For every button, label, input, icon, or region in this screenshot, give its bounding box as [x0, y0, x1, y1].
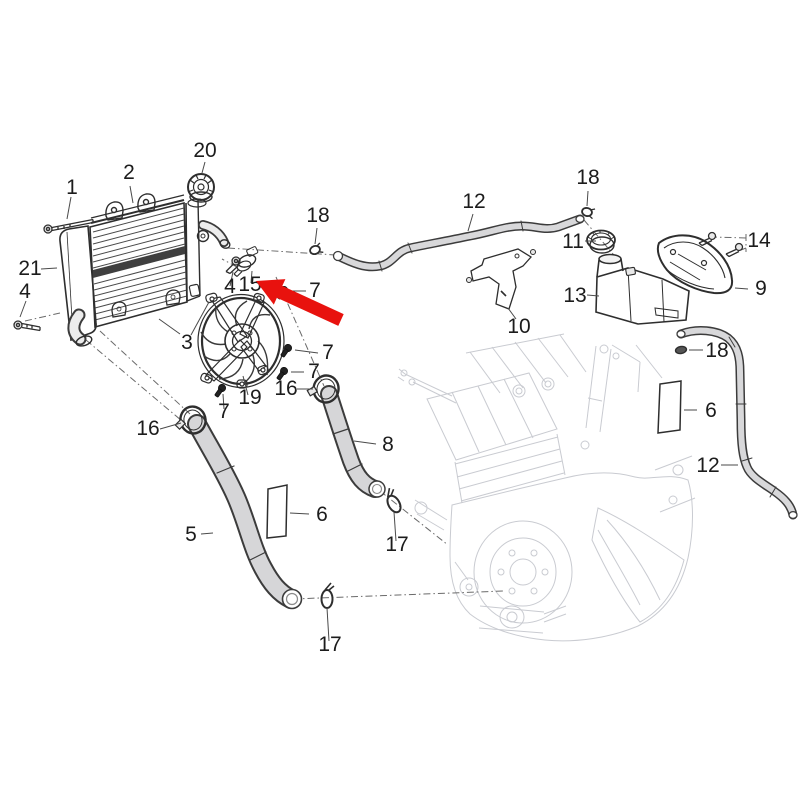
sticker-right: [657, 380, 682, 434]
callout-10: 10: [507, 315, 530, 338]
callout-19: 19: [238, 386, 261, 409]
radiator-outlet-opening: [75, 335, 93, 347]
labels-stickers: [266, 380, 682, 539]
cooling-fan: [197, 292, 285, 389]
callout-20: 20: [193, 139, 216, 162]
callout-11: 11: [562, 230, 584, 253]
radiator-cap: [187, 173, 215, 203]
sticker-left: [266, 484, 288, 539]
radiator-mount-bracket: [105, 193, 156, 221]
callout-1: 1: [66, 176, 78, 199]
callout-15: 15: [238, 273, 261, 296]
callout-6-right: 6: [705, 399, 717, 422]
thermoswitch: [233, 246, 259, 277]
callout-7-mid: 7: [322, 341, 334, 364]
highlight-arrow: [256, 279, 344, 326]
wire-clip: [674, 345, 688, 355]
callout-17-bottom: 17: [318, 633, 341, 656]
wire-clip: [309, 242, 324, 256]
mounting-bracket: [466, 248, 536, 310]
callout-4-left: 4: [19, 280, 31, 303]
callout-leader-lines: [19, 161, 749, 642]
callout-8: 8: [382, 433, 394, 456]
callout-7-lower: 7: [308, 360, 320, 383]
callout-7-top: 7: [309, 279, 321, 302]
callout-2: 2: [123, 161, 135, 184]
callout-12-right: 12: [696, 454, 719, 477]
radiator: [59, 173, 231, 347]
engine-ghost-drawing: [397, 333, 696, 642]
callout-13: 13: [563, 284, 586, 307]
reservoir-cover: [656, 234, 734, 295]
radiator-left-tank: [59, 225, 97, 342]
callout-21: 21: [18, 257, 41, 280]
coolant-reservoir-group: [586, 229, 734, 325]
callout-5: 5: [185, 523, 197, 546]
callout-18-top: 18: [576, 166, 599, 189]
callout-16-right: 16: [274, 377, 297, 400]
small-clamp: [320, 582, 335, 609]
callout-9: 9: [755, 277, 767, 300]
callout-18-left: 18: [306, 204, 329, 227]
small-clamp: [386, 487, 402, 514]
callout-6-left: 6: [316, 503, 328, 526]
callout-17-mid: 17: [385, 533, 408, 556]
radiator-dark-band: [93, 246, 185, 278]
callout-7-bottom: 7: [218, 400, 230, 423]
reservoir-tank: [595, 253, 690, 325]
callout-numbers: 1 2 20 21 4 3 4 15 7 7 7 7 19 16 16 5 6 …: [18, 139, 771, 656]
hoses: [187, 214, 798, 610]
callout-18-right: 18: [705, 339, 728, 362]
wire-clip: [581, 207, 596, 220]
reservoir-cap: [586, 229, 616, 254]
callout-3: 3: [181, 331, 193, 354]
callout-12-top: 12: [462, 190, 485, 213]
callout-14: 14: [747, 229, 771, 252]
callout-4-switch: 4: [224, 275, 236, 298]
callout-16-left: 16: [136, 417, 159, 440]
